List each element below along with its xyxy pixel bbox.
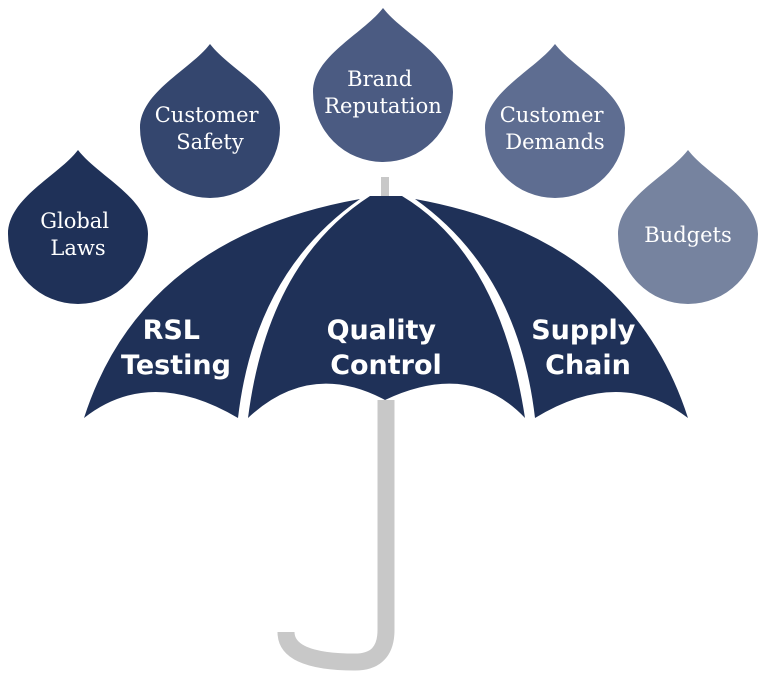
droplet-label: Customer Safety xyxy=(155,103,266,154)
panel-label-quality-control: Quality Control xyxy=(327,315,446,381)
droplet-label: Customer Demands xyxy=(500,103,611,154)
droplet-brand-reputation: Brand Reputation xyxy=(313,8,453,162)
canopy-panel-supply-chain xyxy=(415,199,688,418)
droplet-label: Budgets xyxy=(644,223,732,247)
droplet-customer-demands: Customer Demands xyxy=(485,44,625,198)
droplet-shape xyxy=(485,44,625,198)
droplet-shape xyxy=(140,44,280,198)
panel-label-supply-chain: Supply Chain xyxy=(531,315,645,381)
risk-droplets: Global Laws Customer Safety Brand Reputa… xyxy=(8,8,758,304)
umbrella-tip xyxy=(381,177,389,197)
droplet-shape xyxy=(313,8,453,162)
umbrella-canopy xyxy=(84,196,688,418)
canopy-labels: RSL Testing Quality Control Supply Chain xyxy=(121,315,645,381)
droplet-label: Brand Reputation xyxy=(324,67,442,118)
umbrella-handle xyxy=(277,177,395,671)
droplet-label: Global Laws xyxy=(40,209,116,260)
droplet-budgets: Budgets xyxy=(618,150,758,304)
panel-label-rsl-testing: RSL Testing xyxy=(121,315,231,381)
canopy-panel-rsl-testing xyxy=(84,199,360,418)
droplet-shape xyxy=(618,150,758,304)
droplet-shape xyxy=(8,150,148,304)
droplet-global-laws: Global Laws xyxy=(8,150,148,304)
droplet-customer-safety: Customer Safety xyxy=(140,44,280,198)
canopy-panel-quality-control xyxy=(248,196,525,418)
umbrella-handle-shaft xyxy=(277,400,395,671)
